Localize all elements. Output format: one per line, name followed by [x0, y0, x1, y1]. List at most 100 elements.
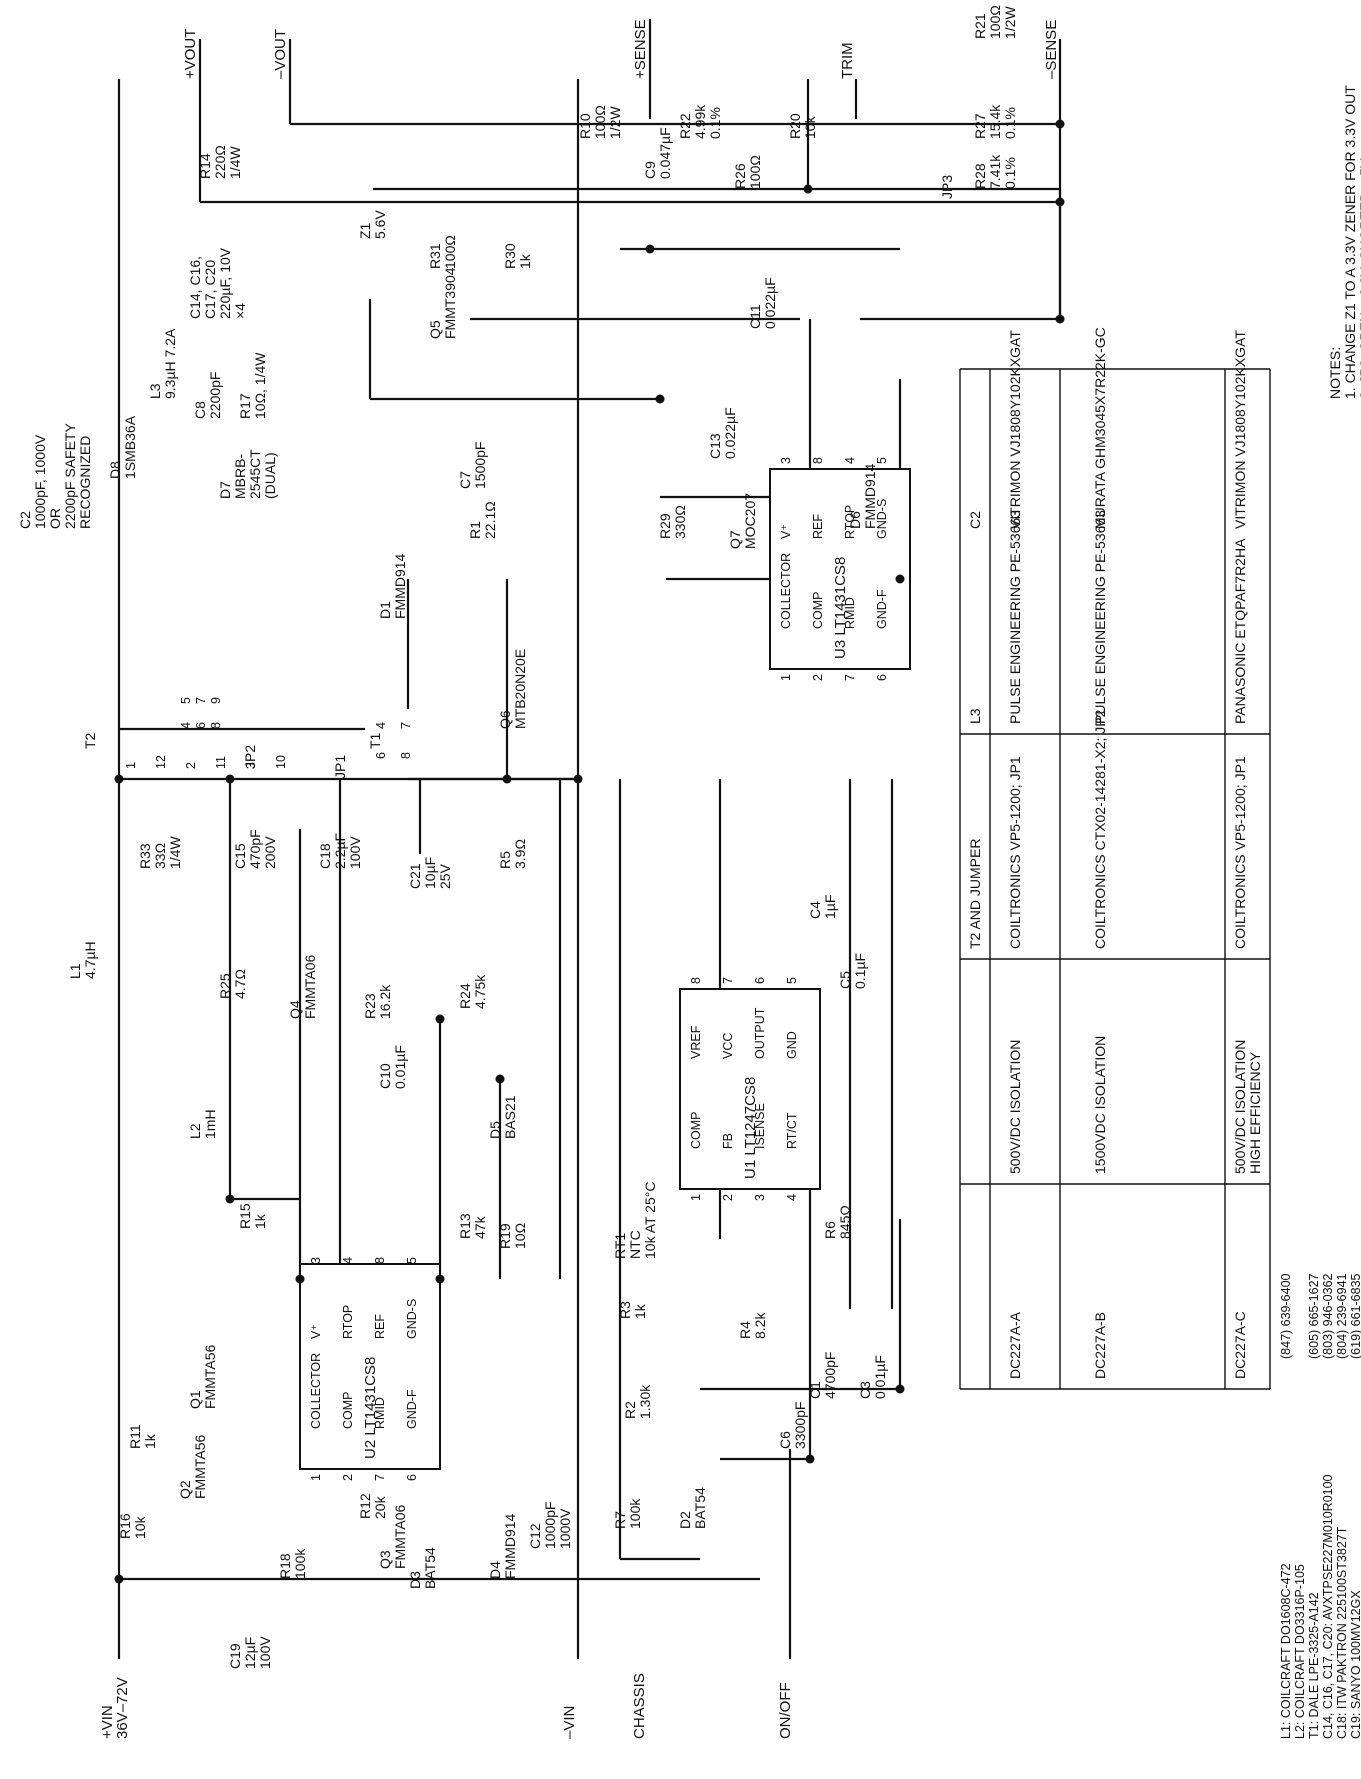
label-c19: C1912µF100V [227, 1636, 273, 1669]
ic-u3-pin-top: 8 [811, 457, 825, 464]
table-cell: PULSE ENGINEERING PE-53663 [1007, 510, 1023, 724]
label-c1: C14700pF [807, 1352, 838, 1399]
ic-u1-pinlabel-bottom: COMP [689, 1112, 703, 1150]
label-r12: R1220k [357, 1493, 388, 1519]
t1-pin: 6 [374, 752, 388, 759]
t2-secondary-pin: 7 [194, 697, 208, 704]
ic-u3-pinlabel-bottom: RMID [843, 597, 857, 629]
terminal-onoff: ON/OFF [777, 1682, 794, 1739]
label-r29: R29330Ω [657, 505, 688, 539]
ic-u1-pin-top: 8 [689, 977, 703, 984]
table-header: T2 AND JUMPER [967, 839, 983, 949]
label-q2: Q2FMMTA56 [177, 1434, 208, 1499]
label-c2: C21000pF, 1000VOR2200pF SAFETYRECOGNIZED [17, 423, 93, 529]
label-r13: R1347k [457, 1213, 488, 1239]
label-q5: Q5FMMT3904 [427, 267, 458, 339]
table-cell: 1500VDC ISOLATION [1092, 1036, 1108, 1174]
terminal-vout-neg: –VOUT [272, 29, 289, 79]
ic-u2-pinlabel-top: REF [373, 1314, 387, 1339]
ic-u1-pinlabel-top: VREF [689, 1025, 703, 1059]
label-c6: C63300pF [777, 1402, 808, 1449]
label-d4: D4FMMD914 [487, 1513, 518, 1579]
label-d8: D81SMB36A [107, 415, 138, 479]
t2-secondary-pin: 9 [209, 697, 223, 704]
supplier-part: C18: ITW PAKTRON 225100ST3827T [1335, 1526, 1349, 1739]
label-r11: R111k [127, 1424, 158, 1449]
ic-u2-pin-top: 5 [405, 1257, 419, 1264]
ic-u1-pin-bottom: 2 [721, 1194, 735, 1201]
table-cell: MURATA GHM3045X7R22K-GC [1092, 327, 1108, 529]
label-r23: R2316.2k [362, 984, 393, 1019]
table-cell: 500V/DC ISOLATION [1007, 1040, 1023, 1174]
table-cell: VITRIMON VJ1808Y102KXGAT [1232, 330, 1248, 529]
t2-primary-pin: 2 [184, 762, 198, 769]
t2-primary-pin: 11 [214, 756, 228, 769]
label-d1: D1FMMD914 [377, 553, 408, 619]
label-r30: R301k [502, 243, 533, 269]
table-cell: COILTRONICS VP5-1200; JP1 [1232, 756, 1248, 949]
label-c18: C182.2µF100V [317, 833, 363, 869]
label-q1: Q1FMMTA56 [187, 1344, 218, 1409]
label-d6: D6FMMD914 [847, 463, 878, 529]
ic-u1-pin-bottom: 3 [753, 1194, 767, 1201]
supplier-phone: (803) 946-0362 [1321, 1273, 1335, 1359]
label-jp3: JP3 [939, 175, 955, 199]
table-cell: DC227A-B [1092, 1312, 1108, 1379]
table-cell: DC227A-C [1232, 1311, 1248, 1379]
label-c15: C15470pF200V [232, 829, 278, 869]
table-cell: VITRIMON VJ1808Y102KXGAT [1007, 330, 1023, 529]
ic-u2-pin-top: 3 [309, 1257, 323, 1264]
ic-u3-pinlabel-top: GND-S [875, 499, 889, 539]
ic-u2-pin-top: 4 [341, 1257, 355, 1264]
ic-u3-pin-bottom: 2 [811, 674, 825, 681]
table-header: L3 [967, 708, 983, 724]
label-c11: C110.022µF [747, 277, 778, 329]
label-r3: R31k [617, 1301, 648, 1319]
table-cell: 500V/DC ISOLATIONHIGH EFFICIENCY [1232, 1040, 1263, 1174]
label-r14: R14220Ω1/4W [197, 145, 243, 179]
ic-u1-pinlabel-top: VCC [721, 1033, 735, 1059]
label-r20: R2010k [787, 113, 818, 139]
ic-u2-pin-bottom: 6 [405, 1474, 419, 1481]
label-r15: R151k [237, 1203, 268, 1229]
supplier-phone: (619) 661-6835 [1349, 1273, 1361, 1359]
label-r1: R122.1Ω [467, 501, 498, 539]
junction-dots [114, 119, 1065, 1584]
ic-u2-pinlabel-bottom: RMID [373, 1397, 387, 1429]
ic-u2-pinlabel-top: GND-S [405, 1299, 419, 1339]
label-r4: R48.2k [737, 1312, 768, 1339]
ic-u3-pinlabel-bottom: GND-F [875, 589, 889, 629]
label-c8: C82200pF [192, 372, 223, 419]
ic-u1-name: U1 LT1247CS8 [742, 1077, 759, 1179]
ic-u3-pinlabel-top: V⁺ [779, 524, 793, 539]
label-d7: D7MBRB-2545CT(DUAL) [217, 449, 278, 499]
label-r31: R31100Ω [427, 235, 458, 269]
t1-pin: 7 [399, 722, 413, 729]
label-r16: R1610k [117, 1513, 148, 1539]
label-r33: R3333Ω1/4W [137, 836, 183, 869]
rail-vout-neg [288, 39, 1060, 126]
ic-u2-pinlabel-top: RTOP [341, 1305, 355, 1339]
table-cell: COILTRONICS VP5-1200; JP1 [1007, 756, 1023, 949]
label-q6: Q6MTB20N20E [497, 649, 528, 729]
ic-u2-name: U2 LT1431CS8 [362, 1357, 379, 1459]
ic-u3-pin-top: 3 [779, 457, 793, 464]
ic-u3-pinlabel-top: RTOP [843, 505, 857, 539]
t2-secondary-pin: 6 [194, 722, 208, 729]
ic-u1-pin-bottom: 4 [785, 1194, 799, 1201]
table-cell: PANASONIC ETQPAF7R2HA [1232, 538, 1248, 724]
label-q7: Q7MOC207 [727, 493, 758, 549]
label-c3: C30.01µF [857, 1355, 888, 1399]
t2-secondary-pin: 8 [209, 722, 223, 729]
ic-u2-pin-bottom: 2 [341, 1474, 355, 1481]
ic-u1-body [679, 988, 821, 1190]
supplier-part: L1: COILCRAFT DO1608C-472 [1279, 1563, 1293, 1739]
label-jp1: JP1 [332, 755, 348, 779]
terminal-vout-pos: +VOUT [182, 29, 199, 79]
label-z1: Z15.6V [357, 210, 388, 239]
label-c9: C90.047µF [642, 127, 673, 179]
ic-u3-pinlabel-bottom: COMP [811, 592, 825, 630]
